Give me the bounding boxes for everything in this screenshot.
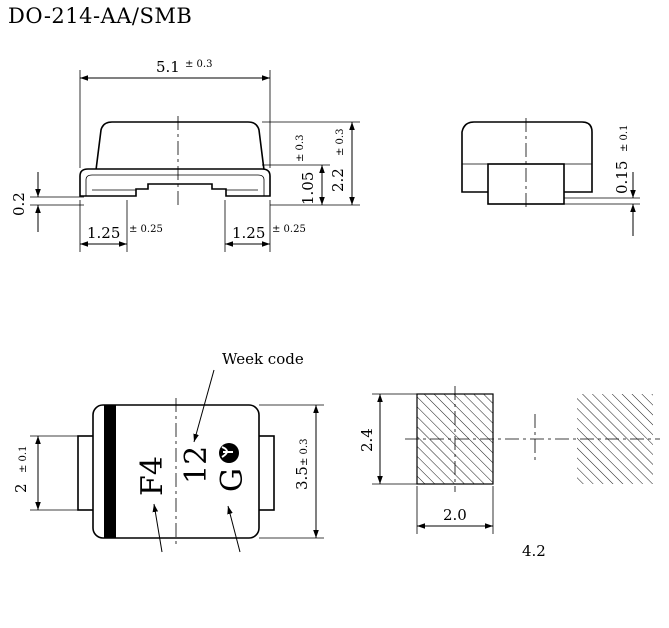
marking-line3: G: [215, 468, 250, 492]
footprint: 2.4 2.0 4.2: [358, 386, 660, 560]
marking-line1: F4: [135, 456, 170, 496]
lead-thickness-tolerance: ± 0.1: [619, 125, 630, 152]
lead-height-value: 1.05: [299, 172, 317, 205]
body-width-tolerance: ± 0.3: [299, 439, 310, 466]
total-height-tolerance: ± 0.3: [335, 129, 346, 156]
lead-left-value: 1.25: [87, 224, 120, 242]
lead-right-value: 1.25: [232, 224, 265, 242]
lead-right-tolerance: ± 0.25: [272, 224, 306, 235]
top-view-lead-right: [257, 435, 275, 511]
pad-width-value: 2.0: [443, 506, 467, 524]
top-view-lead-left: [77, 435, 95, 511]
side-view-lead: [79, 168, 271, 197]
package-title: DO-214-AA/SMB: [8, 4, 193, 28]
side-view: 5.1 ± 0.3 0.2 1.25 ± 0.25 1.25 ± 0.25: [10, 58, 360, 252]
week-code-label: Week code: [222, 350, 304, 368]
marking-line2: 12: [179, 446, 214, 484]
standoff-value: 0.2: [10, 192, 28, 216]
pad-height-value: 2.4: [358, 428, 376, 452]
end-view: 0.15 ± 0.1: [461, 118, 640, 236]
lead-width-tolerance: ± 0.1: [18, 446, 29, 473]
length-tolerance: ± 0.3: [185, 59, 212, 70]
lead-height-tolerance: ± 0.3: [295, 135, 306, 162]
body-width-value: 3.5: [293, 466, 311, 490]
side-view-body: [95, 121, 265, 171]
lead-width-value: 2: [12, 483, 30, 493]
top-view: F4 12 G Week code 2 ± 0.1 3.5 ± 0.3: [12, 350, 324, 553]
lead-thickness-value: 0.15: [613, 161, 631, 194]
cathode-band: [104, 405, 116, 538]
pitch-value: 4.2: [522, 542, 546, 560]
total-height-value: 2.2: [329, 168, 347, 192]
length-value: 5.1: [156, 58, 180, 76]
lead-left-tolerance: ± 0.25: [129, 224, 163, 235]
